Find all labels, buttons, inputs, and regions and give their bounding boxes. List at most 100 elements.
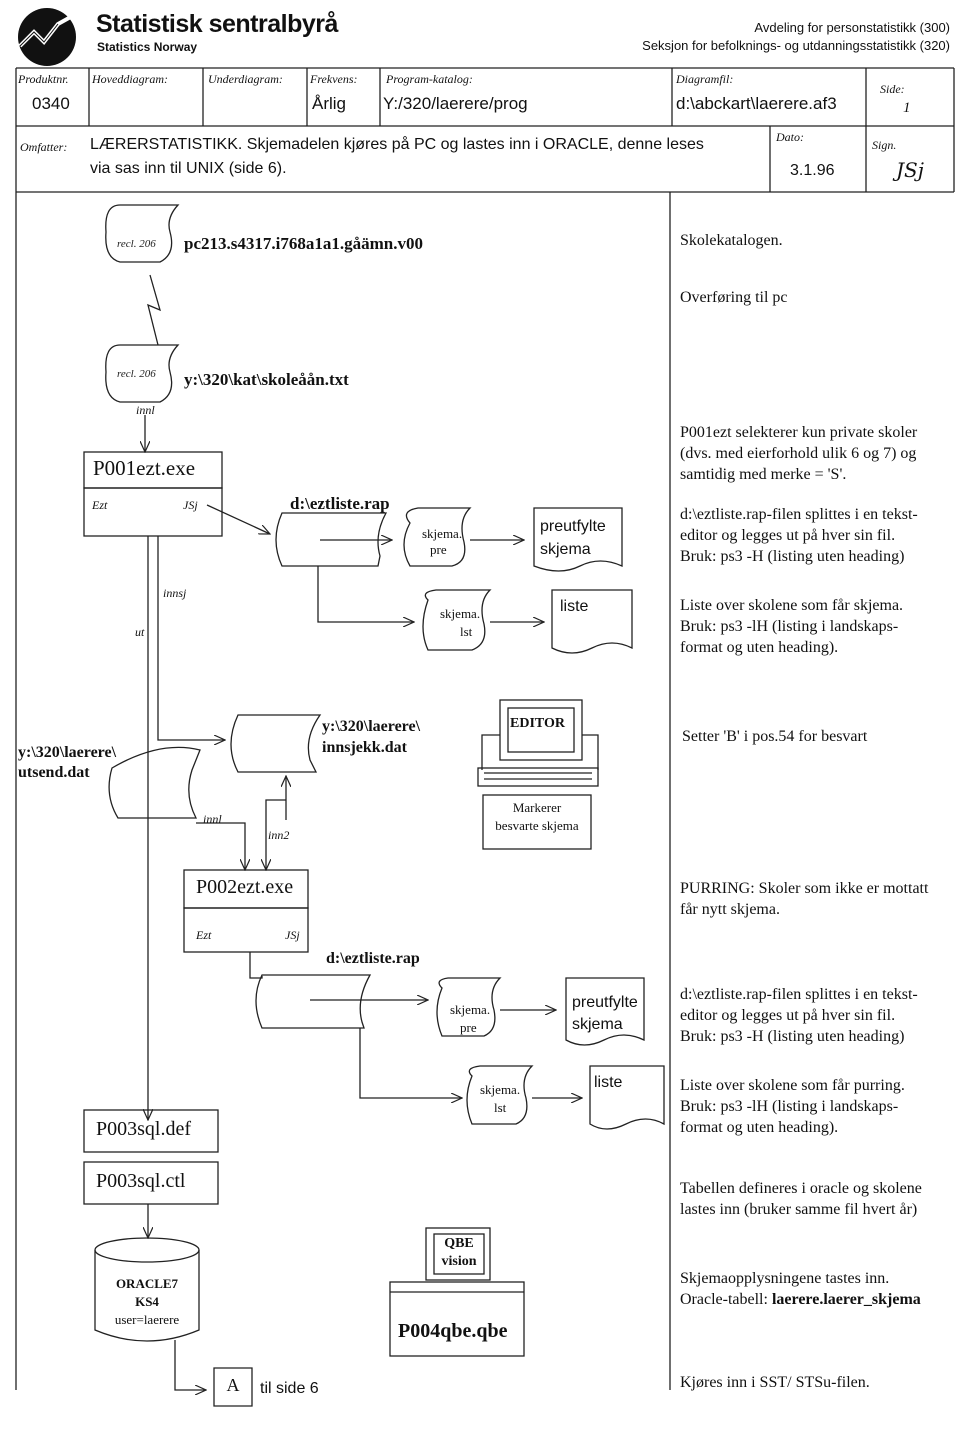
ssb-logo	[18, 8, 77, 66]
innsjekk-b: innsjekk.dat	[322, 739, 407, 756]
programkatalog-value: Y:/320/laerere/prog	[383, 94, 528, 113]
skjema-lst2-a: skjema.	[480, 1082, 521, 1097]
preutfylt2-a: preutfylte	[572, 994, 638, 1011]
diagramfil-label: Diagramfil:	[676, 72, 734, 86]
note-skolekatalogen: Skolekatalogen.	[680, 232, 783, 249]
dato-label: Dato:	[776, 130, 804, 144]
note-kjores-inn: Kjøres inn i SST/ STSu-filen.	[680, 1374, 870, 1391]
note-liste2-3: format og uten heading).	[680, 1119, 839, 1136]
rap2-name: d:\eztliste.rap	[326, 950, 420, 967]
markerer-a: Markerer	[512, 800, 562, 815]
innsjekk-a: y:\320\laerere\	[322, 718, 421, 735]
note-p001-3: samtidig med merke = 'S'.	[680, 466, 847, 483]
til-side-label: til side 6	[260, 1380, 319, 1397]
note-skjemaopp-1: Skjemaopplysningene tastes inn.	[680, 1270, 890, 1287]
prog2-jsj: JSj	[285, 928, 300, 942]
sign-label: Sign.	[872, 138, 897, 152]
note-liste2-2: Bruk: ps3 -lH (listing i landskaps-	[680, 1098, 899, 1115]
utsend-b: utsend.dat	[18, 764, 90, 781]
qbe-a: QBE	[444, 1236, 474, 1251]
qbe-b: vision	[441, 1254, 477, 1269]
side-label: Side:	[880, 82, 905, 96]
prog2-name: P002ezt.exe	[196, 876, 294, 898]
underdiagram-label: Underdiagram:	[208, 72, 283, 86]
note-purring-1: PURRING: Skoler som ikke er mottatt	[680, 880, 929, 897]
dept-line-2: Seksjon for befolknings- og utdanningsst…	[642, 38, 950, 53]
signature: JSj	[896, 158, 924, 182]
note-rap1-2: editor og legges ut på hver sin fil.	[680, 527, 896, 544]
utsend-a: y:\320\laerere\	[18, 744, 117, 761]
editor-label: EDITOR	[510, 716, 565, 731]
skjema-pre2-b: pre	[460, 1020, 477, 1035]
frekvens-value: Årlig	[312, 94, 347, 113]
note-rap2-2: editor og legges ut på hver sin fil.	[680, 1007, 896, 1024]
note-liste1-2: Bruk: ps3 -lH (listing i landskaps-	[680, 618, 899, 635]
prog2-ezt: Ezt	[196, 928, 212, 942]
note-rap1-3: Bruk: ps3 -H (listing uten heading)	[680, 548, 905, 565]
note-liste2-1: Liste over skolene som får purring.	[680, 1077, 905, 1094]
prog1-jsj: JSj	[183, 498, 198, 512]
liste1: liste	[560, 598, 589, 615]
oracle-a: ORACLE7	[115, 1276, 179, 1291]
oracle-b: KS4	[135, 1294, 159, 1309]
note-tabell-2: lastes inn (bruker samme fil hvert år)	[680, 1201, 918, 1218]
note-overforing: Overføring til pc	[680, 289, 788, 306]
file2-name: y:\320\kat\skoleåån.txt	[184, 370, 349, 389]
innl2-label: innl	[203, 812, 222, 826]
side-value: 1	[903, 100, 911, 116]
skjema-lst1-b: lst	[460, 624, 473, 639]
liste2: liste	[594, 1074, 623, 1091]
skjema-pre1-a: skjema.	[422, 526, 463, 541]
note-oracle-tabell-label: Oracle-tabell:	[680, 1291, 772, 1308]
note-rap2-1: d:\eztliste.rap-filen splittes i en teks…	[680, 986, 918, 1003]
note-rap1-1: d:\eztliste.rap-filen splittes i en teks…	[680, 506, 918, 523]
note-rap2-3: Bruk: ps3 -H (listing uten heading)	[680, 1028, 905, 1045]
note-tabell-1: Tabellen defineres i oracle og skolene	[680, 1180, 922, 1197]
connector-a: A	[226, 1375, 240, 1395]
dept-line-1: Avdeling for personstatistikk (300)	[754, 20, 950, 35]
note-liste1-1: Liste over skolene som får skjema.	[680, 597, 904, 614]
skjema-lst2-b: lst	[494, 1100, 507, 1115]
frekvens-label: Frekvens:	[310, 72, 358, 86]
file1-recl: recl. 206	[117, 238, 156, 250]
hoveddiagram-label: Hoveddiagram:	[92, 72, 168, 86]
note-p001-2: (dvs. med eierforhold ulik 6 og 7) og	[680, 445, 917, 462]
note-skjemaopp-2: Oracle-tabell: laerere.laerer_skjema	[680, 1289, 921, 1310]
skjema-lst1-a: skjema.	[440, 606, 481, 621]
innsj-label: innsj	[163, 586, 187, 600]
file1-name: pc213.s4317.i768a1a1.gåämn.v00	[184, 234, 423, 253]
note-setter-b: Setter 'B' i pos.54 for besvart	[682, 728, 868, 745]
note-p001-1: P001ezt selekterer kun private skoler	[680, 424, 918, 441]
note-oracle-tabell-name: laerere.laerer_skjema	[771, 1291, 921, 1308]
markerer-b: besvarte skjema	[495, 818, 579, 833]
dato-value: 3.1.96	[790, 162, 835, 179]
inn2-label: inn2	[268, 828, 290, 842]
note-liste1-3: format og uten heading).	[680, 639, 839, 656]
rap1-name: d:\eztliste.rap	[290, 494, 390, 513]
preutfylt1-a: preutfylte	[540, 518, 606, 535]
sqldef: P003sql.def	[96, 1118, 191, 1140]
org-name: Statistisk sentralbyrå	[96, 10, 338, 38]
produktnr-label: Produktnr.	[18, 72, 69, 86]
produktnr-value: 0340	[32, 94, 70, 113]
skjema-pre1-b: pre	[430, 542, 447, 557]
preutfylt2-b: skjema	[572, 1016, 623, 1033]
note-purring-2: får nytt skjema.	[680, 901, 780, 918]
qbe-prog: P004qbe.qbe	[398, 1320, 508, 1342]
omfatter-label: Omfatter:	[20, 140, 68, 154]
omfatter-line-2: via sas inn til UNIX (side 6).	[90, 160, 287, 177]
prog1-ezt: Ezt	[92, 498, 108, 512]
sqlctl: P003sql.ctl	[96, 1170, 186, 1192]
skjema-pre2-a: skjema.	[450, 1002, 491, 1017]
org-name-en: Statistics Norway	[97, 40, 198, 54]
preutfylt1-b: skjema	[540, 541, 591, 558]
file2-recl: recl. 206	[117, 368, 156, 380]
prog1-name: P001ezt.exe	[93, 456, 196, 480]
header-grid	[15, 67, 955, 193]
omfatter-line-1: LÆRERSTATISTIKK. Skjemadelen kjøres på P…	[90, 136, 704, 153]
ut-label: ut	[135, 625, 145, 639]
innl-label: innl	[136, 403, 155, 417]
diagramfil-value: d:\abckart\laerere.af3	[676, 94, 837, 113]
programkatalog-label: Program-katalog:	[386, 72, 473, 86]
